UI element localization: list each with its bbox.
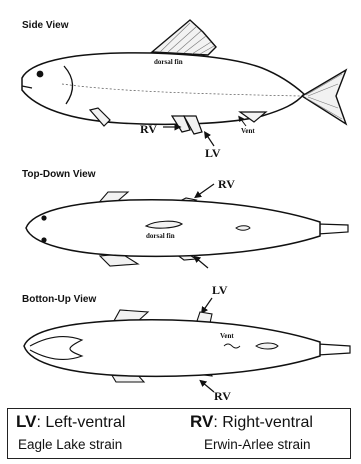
bottom-up-view-title: Botton-Up View <box>22 294 96 305</box>
legend-rv-entry: RV: Right-ventral <box>190 412 313 432</box>
bottom-tail <box>318 344 350 355</box>
bottom-rv-arrow <box>202 382 214 392</box>
bottom-up-view-panel: LV Botton-Up View Vent RV <box>22 258 350 403</box>
top-dorsal-fin-label: dorsal fin <box>146 232 175 240</box>
top-rv-label: RV <box>218 177 235 191</box>
side-view-title: Side View <box>22 20 69 31</box>
top-down-view-panel: Top-Down View dorsal fin RV <box>22 169 348 266</box>
bottom-anal-fin <box>256 343 278 349</box>
side-dorsal-fin-label: dorsal fin <box>154 58 183 66</box>
side-view-panel: Side View dorsal fin <box>22 20 346 160</box>
legend-rv-key: RV <box>190 412 213 431</box>
top-fish-body <box>26 200 320 257</box>
legend-rv-text: : Right-ventral <box>213 414 313 431</box>
side-lv-label: LV <box>205 146 221 160</box>
top-tail <box>318 224 348 234</box>
top-down-view-title: Top-Down View <box>22 169 96 180</box>
legend-lv-key: LV <box>16 412 36 431</box>
side-rv-label: RV <box>140 122 157 136</box>
legend-lv-text: : Left-ventral <box>36 414 125 431</box>
top-rv-arrow <box>197 184 214 196</box>
side-eye <box>37 71 44 78</box>
bottom-lv-arrow <box>203 298 212 311</box>
legend-lv-entry: LV: Left-ventral <box>16 412 125 432</box>
top-adipose-fin <box>236 226 250 231</box>
bottom-rv-label: RV <box>214 389 231 403</box>
bottom-vent-label: Vent <box>220 332 234 340</box>
legend-rv-strain: Erwin-Arlee strain <box>204 437 311 452</box>
legend-lv-strain: Eagle Lake strain <box>18 437 122 452</box>
bottom-lv-label: LV <box>212 283 228 297</box>
side-lv-arrow <box>206 134 214 146</box>
legend-box: LV: Left-ventral RV: Right-ventral Eagle… <box>7 408 351 459</box>
side-vent-label: Vent <box>241 127 255 135</box>
lv-between-arrow <box>196 258 208 268</box>
top-eye-lower <box>41 237 46 242</box>
top-eye-upper <box>41 215 46 220</box>
